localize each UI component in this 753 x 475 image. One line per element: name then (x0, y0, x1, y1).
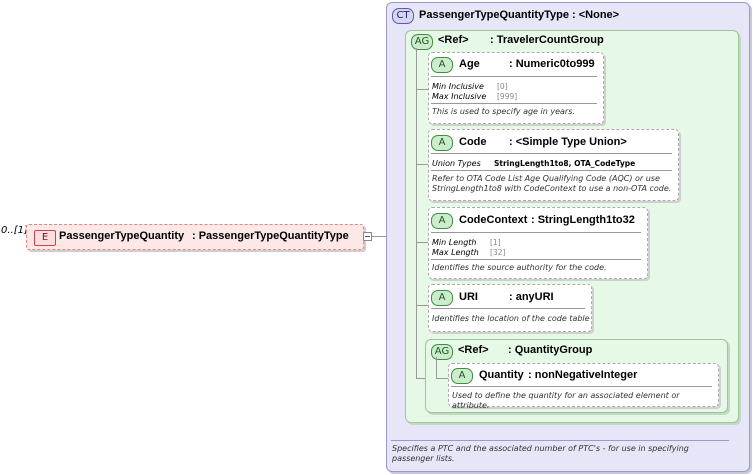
complex-type-doc-line2: passenger lists. (392, 454, 455, 463)
root-element-box[interactable]: E PassengerTypeQuantity : PassengerTypeQ… (26, 224, 364, 250)
attribute-code[interactable]: A Code : <Simple Type Union> Union Types… (428, 129, 679, 201)
tree-branch-codecontext (416, 242, 428, 243)
age-divider (431, 76, 597, 77)
age-divider2 (431, 103, 597, 104)
age-facet2-value: [999] (497, 92, 518, 101)
tree-branch-uri (416, 305, 428, 306)
uri-type: : anyURI (509, 291, 554, 303)
age-name: Age (459, 58, 480, 70)
attribute-group-badge: AG (411, 34, 433, 50)
doc-divider (391, 440, 729, 441)
uri-name: URI (459, 291, 478, 303)
attribute-group-badge: AG (431, 344, 453, 360)
codecontext-facet2-label: Max Length (432, 248, 479, 257)
connector-line (372, 236, 386, 237)
code-type: : <Simple Type Union> (509, 136, 627, 148)
tree-branch-age (416, 89, 428, 90)
codecontext-facet1-label: Min Length (432, 238, 477, 247)
age-facet2-label: Max Inclusive (432, 92, 487, 101)
attribute-badge: A (431, 135, 453, 151)
collapse-icon[interactable] (363, 232, 372, 241)
age-facet1-label: Min Inclusive (432, 82, 484, 91)
tree-line-main (416, 48, 417, 378)
code-facet1-value: StringLength1to8, OTA_CodeType (494, 159, 636, 168)
quantity-name: Quantity (479, 369, 524, 381)
codecontext-doc: Identifies the source authority for the … (432, 263, 607, 272)
element-badge: E (34, 230, 56, 246)
code-divider (431, 153, 672, 154)
code-name: Code (459, 136, 487, 148)
tree-branch-group2 (416, 378, 428, 379)
tree-branch-code (416, 164, 428, 165)
quantity-doc: Used to define the quantity for an assoc… (452, 391, 680, 410)
attribute-badge: A (451, 368, 473, 384)
group1-ref: <Ref> (438, 34, 469, 46)
codecontext-facet2-value: [32] (490, 248, 506, 257)
age-type: : Numeric0to999 (509, 58, 595, 70)
element-name: PassengerTypeQuantity (59, 230, 185, 242)
group2-name: : QuantityGroup (508, 344, 593, 356)
code-facet1-label: Union Types (432, 159, 481, 168)
uri-divider (431, 308, 585, 309)
attribute-badge: A (431, 57, 453, 73)
uri-doc: Identifies the location of the code tabl… (432, 314, 590, 323)
attribute-quantity[interactable]: A Quantity : nonNegativeInteger Used to … (448, 363, 719, 410)
codecontext-divider2 (431, 259, 641, 260)
complex-type-title: PassengerTypeQuantityType : <None> (419, 9, 620, 21)
quantity-divider (451, 386, 712, 387)
group1-name: : TravelerCountGroup (490, 34, 604, 46)
codecontext-type: : StringLength1to32 (531, 214, 635, 226)
attribute-badge: A (431, 213, 453, 229)
occurrence-label: 0..[1] (1, 225, 28, 236)
tree-branch-quantity (436, 378, 448, 379)
codecontext-divider (431, 232, 641, 233)
complex-type-badge: CT (392, 8, 414, 24)
code-doc-line1: Refer to OTA Code List Age Qualifying Co… (432, 174, 660, 183)
codecontext-name: CodeContext (459, 214, 528, 226)
codecontext-facet1-value: [1] (490, 238, 501, 247)
code-divider2 (431, 170, 672, 171)
attribute-badge: A (431, 290, 453, 306)
attribute-age[interactable]: A Age : Numeric0to999 Min Inclusive [0] … (428, 52, 604, 124)
age-facet1-value: [0] (497, 82, 508, 91)
tree-line-group2 (436, 357, 437, 379)
complex-type-doc-line1: Specifies a PTC and the associated numbe… (392, 444, 689, 453)
quantity-type: : nonNegativeInteger (528, 369, 638, 381)
element-type: : PassengerTypeQuantityType (192, 230, 349, 242)
group2-ref: <Ref> (458, 344, 489, 356)
attribute-uri[interactable]: A URI : anyURI Identifies the location o… (428, 284, 592, 332)
attribute-codecontext[interactable]: A CodeContext : StringLength1to32 Min Le… (428, 207, 648, 279)
age-doc: This is used to specify age in years. (432, 107, 575, 116)
code-doc-line2: StringLength1to8 with CodeContext to use… (432, 184, 672, 193)
